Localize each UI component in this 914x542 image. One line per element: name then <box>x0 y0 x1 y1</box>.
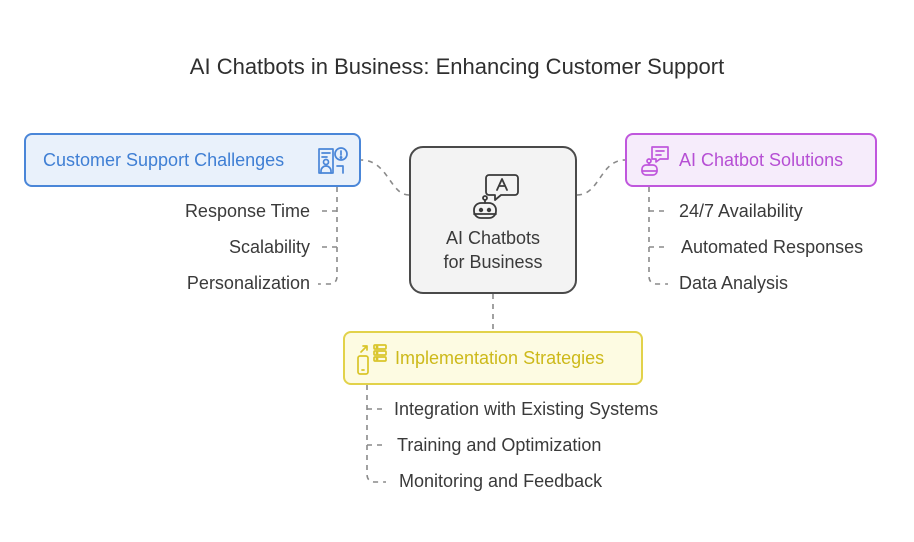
list-item: Integration with Existing Systems <box>394 399 659 419</box>
list-item: Data Analysis <box>679 273 789 293</box>
branch-implementation-strategies[interactable]: Implementation Strategies <box>343 331 643 385</box>
tree-challenges <box>318 187 338 285</box>
list-item: Training and Optimization <box>397 435 602 455</box>
diagram-title: AI Chatbots in Business: Enhancing Custo… <box>189 54 725 79</box>
branch-label-strategies: Implementation Strategies <box>395 347 605 368</box>
list-item: Response Time <box>184 201 310 221</box>
list-item: Automated Responses <box>681 237 864 257</box>
list-item: Monitoring and Feedback <box>399 471 603 491</box>
tree-solutions <box>648 187 668 285</box>
branch-ai-chatbot-solutions[interactable]: AI Chatbot Solutions <box>625 133 877 187</box>
connector-solutions <box>576 159 626 196</box>
device-integration-icon <box>357 344 387 375</box>
chatbot-user-icon <box>641 146 669 176</box>
connector-challenges <box>360 159 410 196</box>
center-title-line2: for Business <box>443 252 543 272</box>
center-node[interactable]: AI Chatbots for Business <box>409 146 577 294</box>
branch-label-challenges: Customer Support Challenges <box>43 149 285 170</box>
center-title-line1: AI Chatbots <box>445 228 541 248</box>
robot-chat-icon <box>473 174 519 219</box>
list-item: 24/7 Availability <box>679 201 803 221</box>
list-item: Personalization <box>186 273 310 293</box>
branch-label-solutions: AI Chatbot Solutions <box>679 149 844 170</box>
tree-strategies <box>366 385 386 483</box>
support-alert-icon <box>318 147 348 174</box>
branch-customer-support-challenges[interactable]: Customer Support Challenges <box>24 133 361 187</box>
list-item: Scalability <box>228 237 310 257</box>
